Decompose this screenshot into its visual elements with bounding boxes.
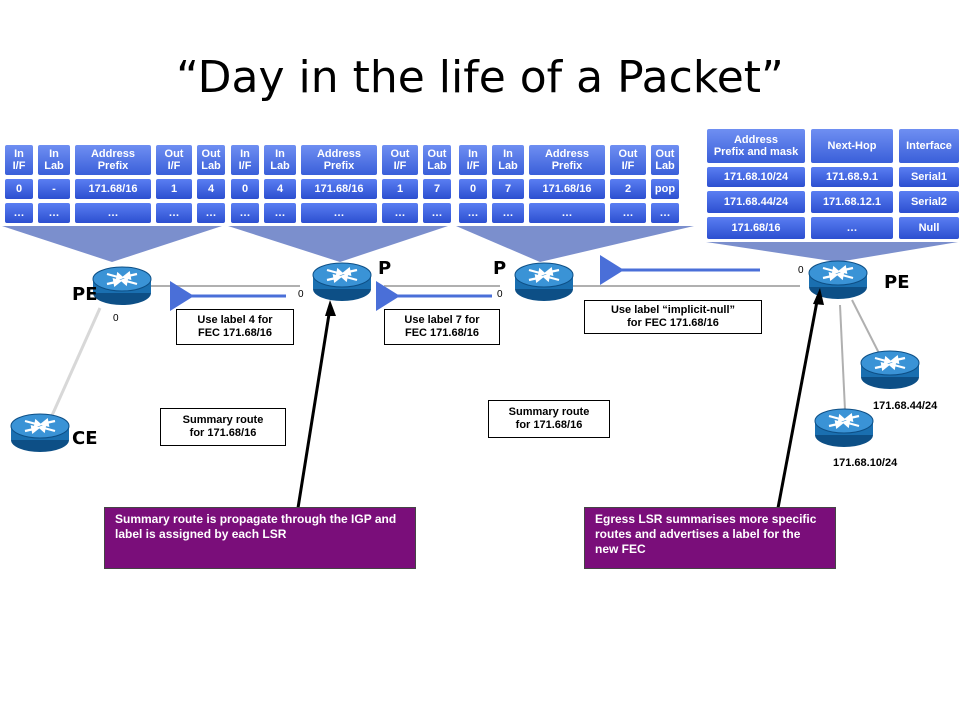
interface-label-p-left: 0 — [298, 289, 304, 300]
lfib-data-cell: … — [230, 202, 260, 224]
lfib-header-cell: In Lab — [491, 144, 525, 176]
lfib-data-cell: … — [300, 202, 378, 224]
router-p-right-icon — [514, 262, 574, 301]
lfib-data-cell: 7 — [422, 178, 452, 200]
routing-header-cell: Address Prefix and mask — [706, 128, 806, 164]
summary-route-box-right: Summary route for 171.68/16 — [488, 400, 610, 438]
router-label-p-right: P — [493, 258, 507, 279]
lfib-header-cell: Address Prefix — [300, 144, 378, 176]
router-ce-icon — [10, 413, 70, 452]
lfib-data-cell: … — [422, 202, 452, 224]
lfib-data-cell: … — [263, 202, 297, 224]
lfib-data-cell: 171.68/16 — [300, 178, 378, 200]
summary-route-box-left: Summary route for 171.68/16 — [160, 408, 286, 446]
page-title: “Day in the life of a Packet” — [176, 52, 784, 103]
lfib-data-cell: 0 — [4, 178, 34, 200]
routing-header-cell: Next-Hop — [810, 128, 894, 164]
lfib-data-cell: 4 — [196, 178, 226, 200]
lfib-data-cell: … — [458, 202, 488, 224]
lfib-data-cell: … — [155, 202, 193, 224]
lfib-header-cell: Out I/F — [381, 144, 419, 176]
routing-data-cell: … — [810, 216, 894, 240]
lfib-data-cell: 7 — [491, 178, 525, 200]
lfib-header-cell: Out Lab — [650, 144, 680, 176]
lfib-data-cell: … — [74, 202, 152, 224]
routing-data-cell: Serial2 — [898, 190, 960, 214]
lfib-data-cell: 1 — [381, 178, 419, 200]
routing-data-cell: Serial1 — [898, 166, 960, 188]
lfib-header-cell: In I/F — [4, 144, 34, 176]
lfib-data-cell: 1 — [155, 178, 193, 200]
lfib-header-cell: Address Prefix — [74, 144, 152, 176]
lfib-header-cell: Address Prefix — [528, 144, 606, 176]
advertise-label-7-box: Use label 7 for FEC 171.68/16 — [384, 309, 500, 345]
lfib-header-cell: Out Lab — [196, 144, 226, 176]
advertise-implicit-null-box: Use label “implicit-null” for FEC 171.68… — [584, 300, 762, 334]
lfib-data-cell: … — [528, 202, 606, 224]
lfib-data-cell: 2 — [609, 178, 647, 200]
note-box-right: Egress LSR summarises more specific rout… — [584, 507, 836, 569]
lfib-data-cell: 0 — [458, 178, 488, 200]
router-p-left-icon — [312, 262, 372, 301]
lfib-data-cell: 0 — [230, 178, 260, 200]
note-pointer-right — [776, 295, 820, 509]
lfib-data-cell: … — [196, 202, 226, 224]
lfib-data-cell: … — [381, 202, 419, 224]
lfib-header-cell: In Lab — [263, 144, 297, 176]
lfib-data-cell: 171.68/16 — [528, 178, 606, 200]
lfib-header-cell: In I/F — [230, 144, 260, 176]
routing-header-cell: Interface — [898, 128, 960, 164]
router-label-pe-left: PE — [72, 284, 98, 305]
note-pointer-left — [296, 307, 332, 509]
routing-data-cell: 171.68.12.1 — [810, 190, 894, 214]
routing-data-cell: 171.68.44/24 — [706, 190, 806, 214]
routing-data-cell: 171.68/16 — [706, 216, 806, 240]
routing-data-cell: Null — [898, 216, 960, 240]
router-label-ce: CE — [72, 428, 98, 449]
router-site-10-icon — [814, 408, 874, 447]
lfib-data-cell: … — [650, 202, 680, 224]
subnet-label-44: 171.68.44/24 — [873, 400, 938, 412]
lfib-data-cell: … — [609, 202, 647, 224]
lfib-data-cell: 4 — [263, 178, 297, 200]
router-pe-right-icon — [808, 260, 868, 299]
lfib-header-cell: Out I/F — [155, 144, 193, 176]
interface-label-pe-right: 0 — [798, 265, 804, 276]
router-site-44-icon — [860, 350, 920, 389]
lfib-header-cell: In I/F — [458, 144, 488, 176]
router-pe-left-icon — [92, 266, 152, 305]
router-label-pe-right: PE — [884, 272, 910, 293]
interface-label-p-right: 0 — [497, 289, 503, 300]
lfib-header-cell: Out I/F — [609, 144, 647, 176]
routing-data-cell: 171.68.10/24 — [706, 166, 806, 188]
router-label-p-left: P — [378, 258, 392, 279]
lfib-data-cell: … — [4, 202, 34, 224]
advertise-label-4-box: Use label 4 for FEC 171.68/16 — [176, 309, 294, 345]
lfib-data-cell: pop — [650, 178, 680, 200]
lfib-data-cell: - — [37, 178, 71, 200]
subnet-label-10: 171.68.10/24 — [833, 457, 898, 469]
note-box-left: Summary route is propagate through the I… — [104, 507, 416, 569]
routing-data-cell: 171.68.9.1 — [810, 166, 894, 188]
lfib-header-cell: Out Lab — [422, 144, 452, 176]
lfib-data-cell: … — [491, 202, 525, 224]
lfib-data-cell: 171.68/16 — [74, 178, 152, 200]
interface-label-pe-left: 0 — [113, 313, 119, 324]
lfib-header-cell: In Lab — [37, 144, 71, 176]
lfib-data-cell: … — [37, 202, 71, 224]
